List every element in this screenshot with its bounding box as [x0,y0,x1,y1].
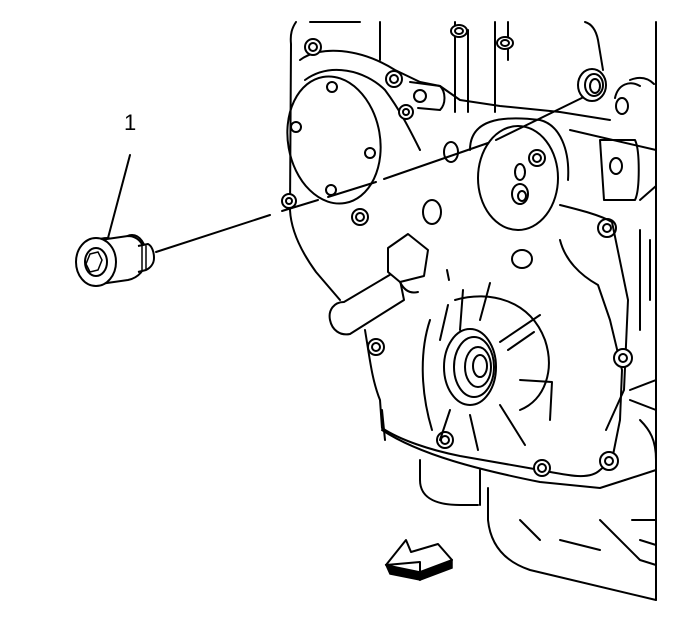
oil-pan [419,21,657,601]
sensor-connector [328,233,450,336]
lower-timing-cover [364,239,633,489]
engine-block [281,21,657,431]
callout-leader-line [107,154,131,239]
view-direction-arrow-icon [384,539,453,582]
plug-part-icon [75,234,155,287]
callout-label-1: 1 [124,110,137,135]
